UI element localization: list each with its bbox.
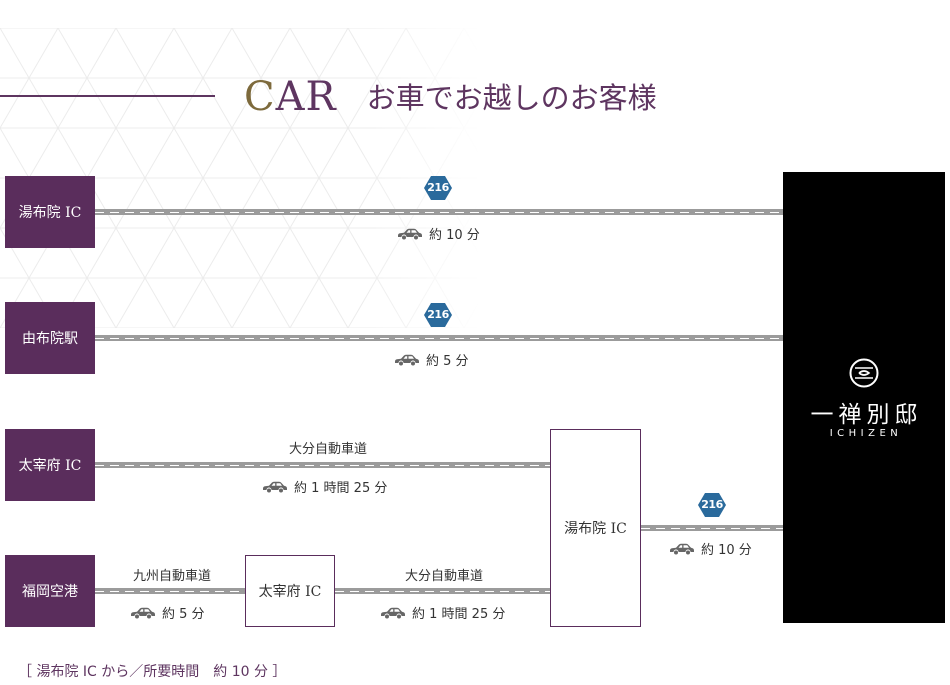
hexagon-icon: [698, 493, 726, 517]
road-route-4a: [95, 588, 246, 594]
origin-yufuin-ic: 湯布院 IC: [5, 176, 95, 248]
waypoint-yufuin-ic: 湯布院 IC: [550, 429, 641, 627]
car-icon: [670, 543, 694, 554]
route-time-label: 約 10 分: [429, 228, 480, 243]
road-route-5: [641, 525, 783, 531]
route-time-label: 約 1 時間 25 分: [294, 481, 388, 496]
destination-name: 一禅別邸: [810, 402, 923, 428]
hexagon-icon: [424, 176, 452, 200]
car-icon: [263, 481, 287, 492]
route-time-label: 約 1 時間 25 分: [412, 607, 506, 622]
hexagon-icon: [424, 303, 452, 327]
road-name-oita-expressway: 大分自動車道: [288, 442, 367, 457]
title-subtitle: お車でお越しのお客様: [366, 81, 657, 115]
route-216-badge: 216: [424, 303, 452, 327]
route-3-time: 約 1 時間 25 分: [262, 477, 387, 496]
route-time-label: 約 10 分: [701, 543, 752, 558]
route-2-time: 約 5 分: [394, 350, 469, 369]
route-1-time: 約 10 分: [397, 224, 480, 243]
title-car: CAR: [244, 74, 337, 120]
destination-ichizen: 一禅別邸 ICHIZEN: [783, 172, 945, 623]
background-triangle-pattern: [0, 28, 480, 328]
ichizen-logo-icon: [849, 358, 879, 388]
destination-roman-name: ICHIZEN: [829, 428, 903, 439]
route-216-badge: 216: [424, 176, 452, 200]
route-badge-number: 216: [427, 308, 449, 321]
route-time-label: 約 5 分: [162, 607, 205, 622]
route-time-label: 約 5 分: [426, 354, 469, 369]
road-route-4b: [335, 588, 550, 594]
waypoint-dazaifu-ic: 太宰府 IC: [245, 555, 335, 627]
route-4b-time: 約 1 時間 25 分: [380, 603, 505, 622]
title-car-rest: AR: [275, 74, 337, 120]
road-route-3: [95, 462, 550, 468]
title-rule: [0, 95, 215, 97]
route-5-time: 約 10 分: [669, 539, 752, 558]
origin-fukuoka-airport: 福岡空港: [5, 555, 95, 627]
route-badge-number: 216: [701, 498, 723, 511]
origin-yufuin-station: 由布院駅: [5, 302, 95, 374]
page-title: CAR お車でお越しのお客様: [244, 74, 657, 120]
road-name-kyushu-expressway: 九州自動車道: [132, 569, 211, 584]
road-route-1: [95, 209, 783, 215]
footnote: ［ 湯布院 IC から／所要時間 約 10 分 ］: [18, 664, 287, 680]
route-216-badge: 216: [698, 493, 726, 517]
title-car-first-letter: C: [244, 74, 276, 120]
car-icon: [398, 228, 422, 239]
route-badge-number: 216: [427, 181, 449, 194]
origin-dazaifu-ic: 太宰府 IC: [5, 429, 95, 501]
road-name-oita-expressway: 大分自動車道: [404, 569, 483, 584]
car-icon: [131, 607, 155, 618]
car-icon: [395, 354, 419, 365]
route-4a-time: 約 5 分: [130, 603, 205, 622]
road-route-2: [95, 335, 783, 341]
car-icon: [381, 607, 405, 618]
